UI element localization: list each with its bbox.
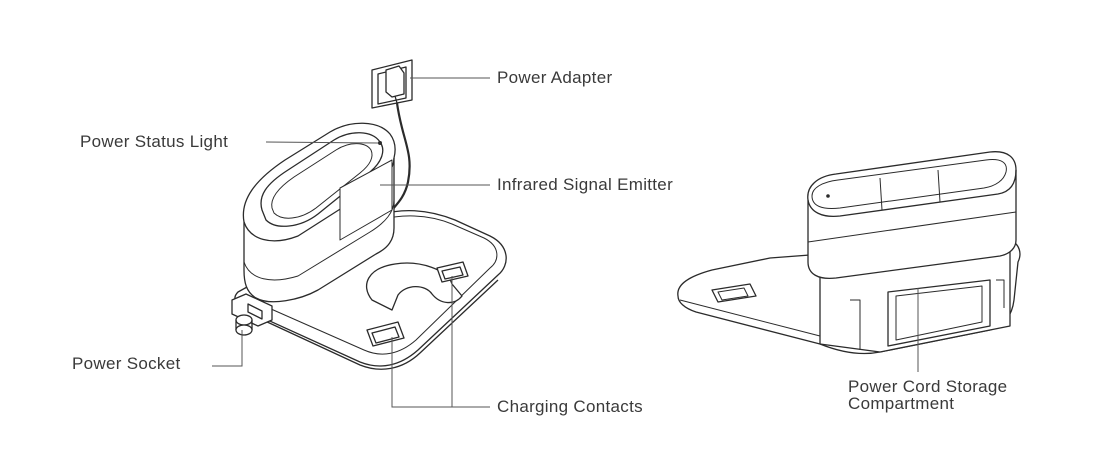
label-power-status-light: Power Status Light (80, 132, 229, 151)
label-power-cord-storage-line1: Power Cord Storage (848, 377, 1008, 396)
rear-dock-housing (807, 151, 1017, 280)
power-socket-connector (231, 293, 273, 336)
label-power-socket: Power Socket (72, 354, 181, 373)
leader-charging-contacts (391, 276, 490, 408)
label-infrared-signal-emitter: Infrared Signal Emitter (497, 175, 674, 194)
charging-contact-front (366, 321, 405, 347)
power-cable (391, 102, 411, 211)
label-power-cord-storage-line2: Compartment (848, 394, 955, 413)
charging-contact-rear (436, 261, 469, 283)
leader-power-status-light (265, 141, 379, 144)
label-charging-contacts: Charging Contacts (497, 397, 643, 416)
right-dock-illustration (677, 151, 1021, 355)
leader-lines-left (212, 77, 490, 408)
power-status-light-dot (378, 141, 382, 145)
power-adapter-plug (385, 65, 405, 104)
base-u-cutout (365, 262, 463, 311)
infrared-emitter-window (339, 159, 393, 241)
leader-power-socket (212, 330, 243, 367)
rear-view-charging-contact (711, 283, 757, 303)
label-power-adapter: Power Adapter (497, 68, 613, 87)
left-dock-illustration (231, 59, 507, 370)
power-cord-storage-compartment (887, 279, 991, 347)
label-power-cord-storage-compartment: Power Cord Storage Compartment (848, 378, 1007, 412)
